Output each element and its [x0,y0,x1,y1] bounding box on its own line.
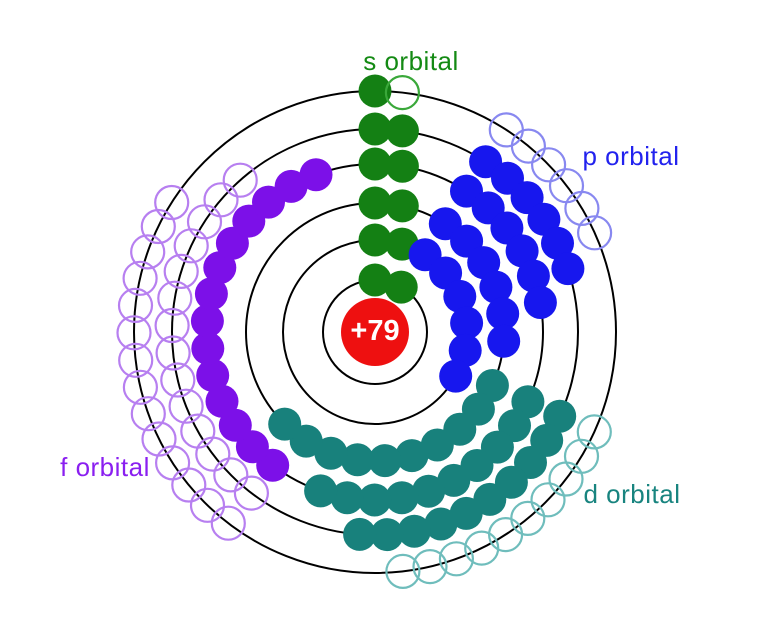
f-electron [196,358,230,392]
s-electron [358,112,392,146]
f-empty-slot [210,505,246,541]
f-empty-slot [168,388,204,424]
d-empty-slot [412,548,448,585]
p-electron [448,333,482,367]
f-empty-slot [189,487,226,523]
f-empty-slot [116,315,152,351]
f-electron [205,384,239,418]
f-empty-slot [122,369,158,405]
s-electron [385,189,419,223]
nucleus [341,298,409,366]
d-electron [314,436,348,470]
f-electron [274,169,308,203]
d-electron [437,463,471,497]
d-electron [304,474,338,508]
d-electron [358,483,392,517]
f-empty-slot [233,475,269,511]
d-electron [370,518,404,552]
d-empty-slot [548,461,584,497]
p-electron [439,359,473,393]
f-empty-slot [163,253,199,289]
d-electron [424,507,458,541]
f-empty-slot [213,457,249,493]
f-electron [299,158,333,192]
s-electron [385,114,419,148]
f-empty-slot [117,287,154,323]
d-electron [268,407,302,441]
d-empty-slot [488,516,524,553]
p-electron [450,306,484,340]
s-electron [358,186,392,220]
s-orbital-label: s orbital [363,46,459,76]
p-electron [487,324,521,358]
f-electron [190,304,224,338]
f-empty-slot [160,362,196,398]
f-electron [218,408,252,442]
f-empty-slot [173,228,209,264]
d-electron [412,474,446,508]
f-empty-slot [118,342,154,378]
d-electron [397,514,431,548]
f-empty-slot [130,234,166,270]
s-electron [384,270,418,304]
f-empty-slot [154,307,190,344]
s-electron [358,223,392,257]
f-empty-slot [141,421,177,457]
p-electron [523,286,557,319]
d-electron [395,439,429,473]
nucleus-charge-label: +79 [350,314,400,347]
s-empty-slot [384,74,420,111]
s-electron [385,149,419,183]
d-empty-slot [385,553,421,590]
f-orbital-label: f orbital [60,452,150,482]
d-electron [543,399,577,433]
d-electron [330,481,364,515]
d-empty-slot [530,482,566,518]
f-electron [203,251,237,285]
s-electron [358,147,392,181]
d-electron [343,517,377,551]
f-electron [191,331,225,365]
f-empty-slot [140,208,176,245]
p-orbital-label: p orbital [582,141,680,171]
f-empty-slot [157,280,193,316]
f-empty-slot [203,182,239,218]
s-electron [358,263,392,297]
d-electron [449,496,483,530]
p-electron [527,202,561,236]
d-electron [420,428,454,462]
p-electron [505,234,539,268]
f-empty-slot [222,162,258,198]
d-orbital-label: d orbital [583,479,681,509]
p-electron [486,297,520,331]
f-empty-slot [154,184,190,221]
d-electron [385,481,419,515]
p-empty-slot [530,147,567,183]
d-electron [368,444,402,478]
p-empty-slot [510,128,547,164]
p-electron [541,226,574,260]
s-electron [358,74,392,108]
f-empty-slot [155,335,191,371]
d-empty-slot [438,541,474,577]
p-empty-slot [564,190,600,226]
d-electron [341,443,374,477]
f-empty-slot [130,396,166,432]
p-electron [516,259,550,293]
p-electron [467,246,501,280]
d-empty-slot [576,414,612,450]
p-empty-slot [576,215,613,251]
f-empty-slot [180,413,216,449]
p-electron [479,270,513,304]
d-empty-slot [464,530,500,566]
p-electron [551,252,585,286]
f-electron [194,277,228,311]
f-empty-slot [122,260,158,296]
p-electron [443,279,477,313]
